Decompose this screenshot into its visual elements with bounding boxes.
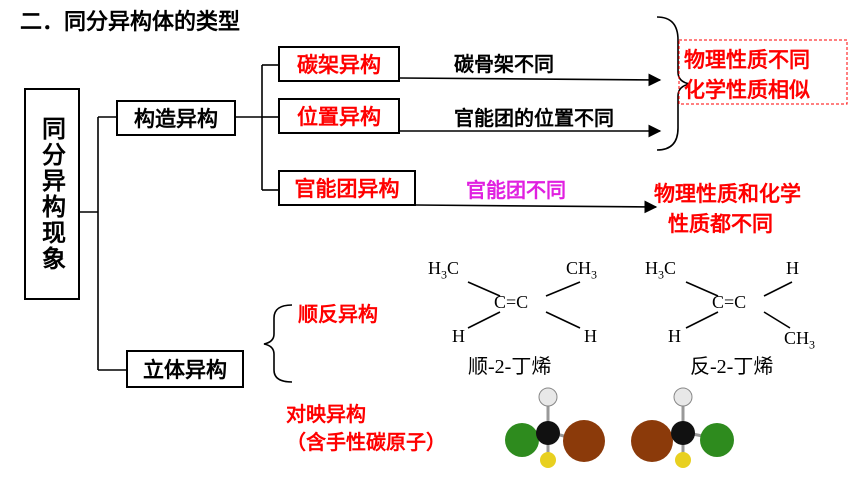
trans-methyl-right: CH3 — [784, 328, 816, 352]
structural-isomer-box: 构造异构 — [116, 100, 236, 136]
section-title: 二．同分异构体的类型 — [20, 10, 241, 35]
cis-h-left: H — [452, 326, 465, 346]
trans-methyl-left: H3C — [645, 258, 677, 282]
stereo-isomer-box: 立体异构 — [126, 350, 244, 388]
result-physical-different: 物理性质不同 — [684, 48, 810, 72]
root-label: 同分异构现象 — [37, 116, 66, 272]
cis-double-bond: C=C — [494, 292, 529, 312]
cis-methyl-right: CH3 — [566, 258, 598, 282]
root-box: 同分异构现象 — [24, 88, 80, 300]
result-both-different-line1: 物理性质和化学 — [654, 182, 801, 206]
functional-group-box: 官能团异构 — [278, 170, 416, 206]
cis-trans-label: 顺反异构 — [298, 302, 378, 326]
trans-double-bond: C=C — [712, 292, 747, 312]
cis-methyl-left: H3C — [428, 258, 460, 282]
carbon-skeleton-box: 碳架异构 — [278, 46, 400, 82]
cis-caption: 顺-2-丁烯 — [468, 356, 552, 378]
cis-h-right: H — [584, 326, 597, 346]
result-both-different-line2: 性质都不同 — [668, 212, 773, 236]
trans-h-right: H — [786, 258, 799, 278]
desc-carbon-skeleton: 碳骨架不同 — [454, 52, 554, 76]
desc-functional-group: 官能团不同 — [466, 178, 566, 202]
trans-caption: 反-2-丁烯 — [690, 356, 774, 378]
position-isomer-box: 位置异构 — [278, 98, 400, 134]
desc-position: 官能团的位置不同 — [454, 106, 614, 130]
trans-h-left: H — [668, 326, 681, 346]
result-chemical-similar: 化学性质相似 — [684, 78, 810, 102]
enantiomer-note: （含手性碳原子） — [286, 430, 446, 454]
enantiomer-label: 对映异构 — [286, 402, 366, 426]
